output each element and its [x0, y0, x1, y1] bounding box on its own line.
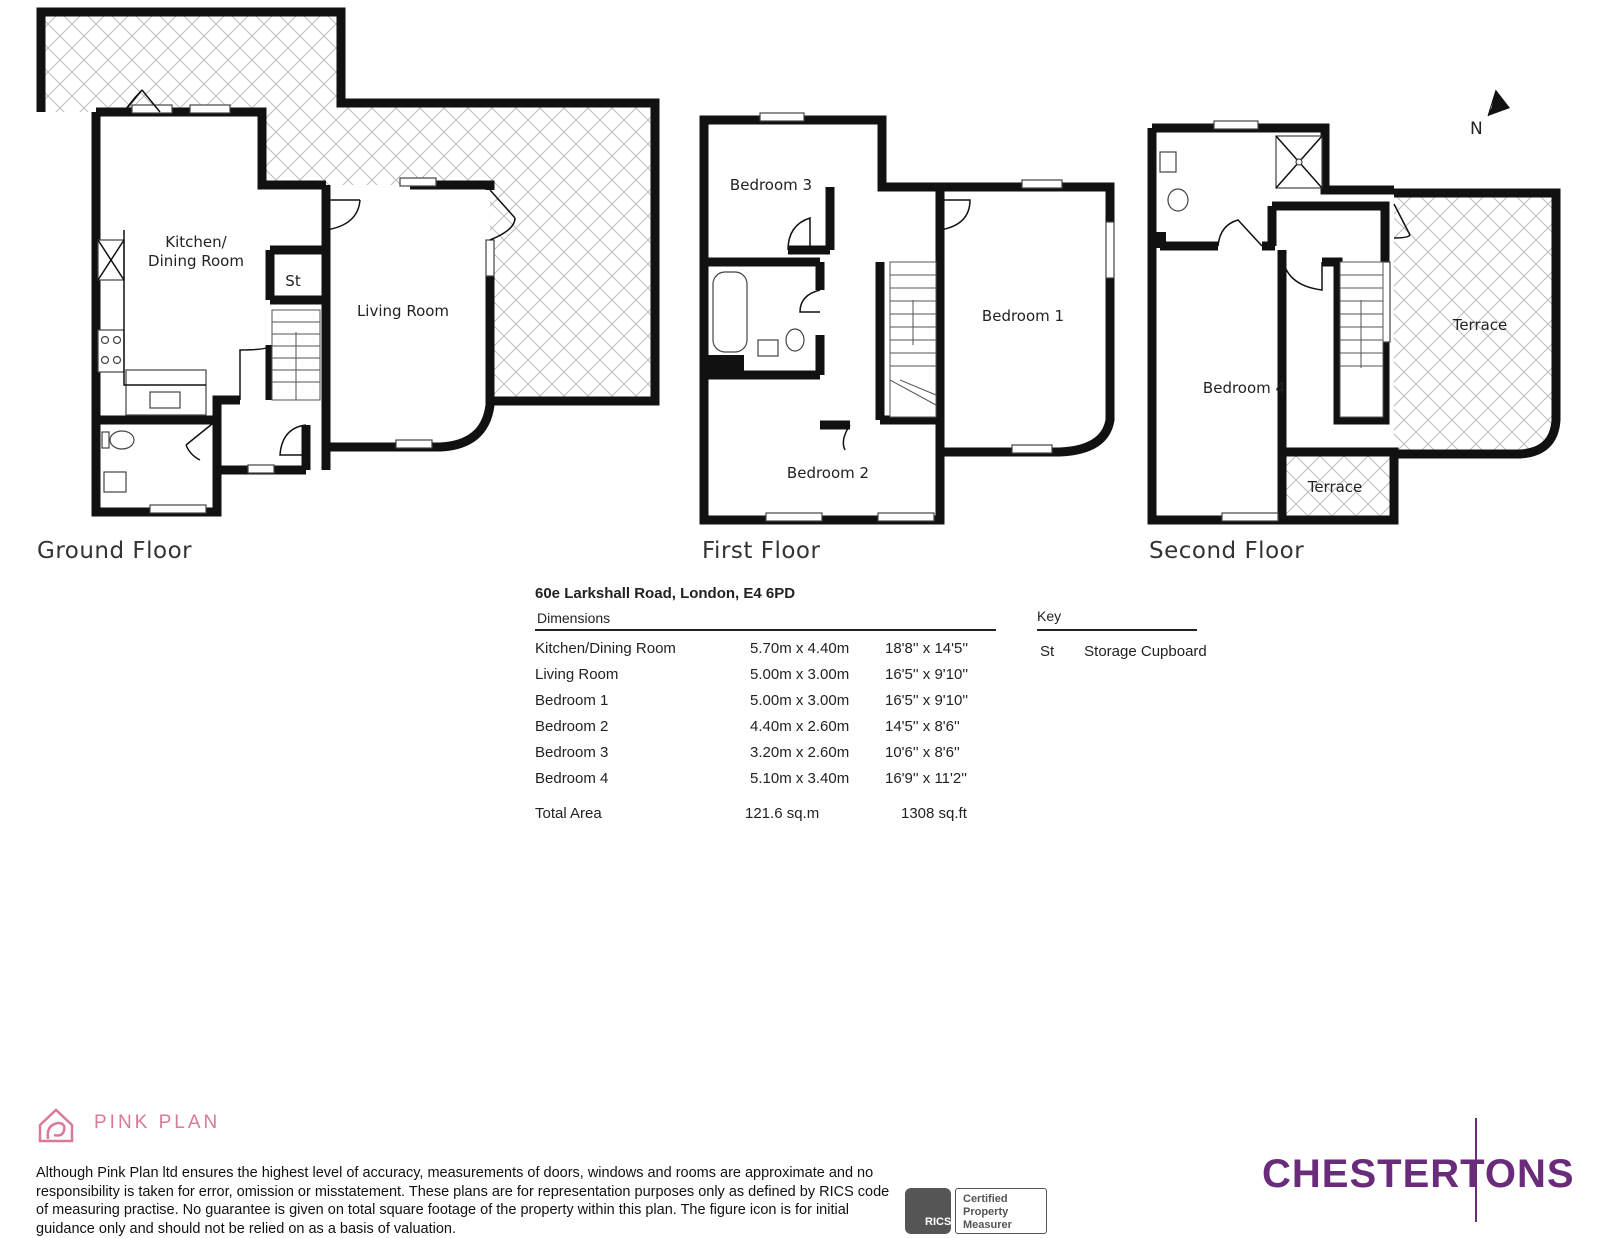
dimensions-table: Kitchen/Dining Room 5.70m x 4.40m 18'8''…	[535, 640, 1005, 796]
rics-certification: Certified Property Measurer	[955, 1188, 1047, 1234]
key-abbreviation: St	[1040, 643, 1055, 660]
pink-plan-wordmark: PINK PLAN	[94, 1112, 221, 1133]
living-room-label: Living Room	[357, 302, 449, 320]
bedroom-4-label: Bedroom 4	[1203, 379, 1285, 397]
room-name: Bedroom 4	[535, 770, 609, 787]
room-name: Bedroom 1	[535, 692, 609, 709]
chestertons-logo: CHESTERTONS	[1262, 1152, 1575, 1196]
second-floor-plan: Bedroom 4 Terrace Terrace	[1147, 120, 1561, 525]
property-address: 60e Larkshall Road, London, E4 6PD	[535, 585, 796, 602]
rics-cert-line: Measurer	[963, 1219, 1012, 1231]
room-imperial: 16'5'' x 9'10''	[885, 692, 969, 709]
garden-area	[41, 12, 655, 401]
total-area-label: Total Area	[535, 805, 602, 822]
first-floor-plan: Bedroom 3 Bedroom 1 Bedroom 2	[699, 112, 1115, 525]
bedroom-3-label: Bedroom 3	[730, 176, 812, 194]
first-floor-label: First Floor	[702, 538, 821, 564]
dimension-row: Bedroom 2 4.40m x 2.60m 14'5'' x 8'6''	[535, 718, 1005, 744]
room-imperial: 10'6'' x 8'6''	[885, 744, 960, 761]
bedroom-2-label: Bedroom 2	[787, 464, 869, 482]
storage-label: St	[285, 272, 301, 290]
total-area-metric: 121.6 sq.m	[745, 805, 820, 822]
terrace-large-label: Terrace	[1452, 316, 1508, 334]
dimensions-heading: Dimensions	[537, 610, 611, 626]
rics-badge: RICS Certified Property Measurer	[905, 1188, 1047, 1234]
room-name: Bedroom 3	[535, 744, 609, 761]
rics-text: RICS	[925, 1216, 952, 1228]
room-name: Living Room	[535, 666, 619, 683]
room-metric: 3.20m x 2.60m	[750, 744, 850, 761]
key-row: St Storage Cupboard	[1040, 643, 1207, 660]
rics-cert-line: Property	[963, 1206, 1009, 1218]
room-name: Kitchen/Dining Room	[535, 640, 676, 657]
ground-floor-plan: Kitchen/ Dining Room St Living Room	[36, 7, 660, 517]
room-imperial: 16'9'' x 11'2''	[885, 770, 967, 787]
dimension-row: Kitchen/Dining Room 5.70m x 4.40m 18'8''…	[535, 640, 1005, 666]
dimension-row: Bedroom 1 5.00m x 3.00m 16'5'' x 9'10''	[535, 692, 1005, 718]
north-arrow-icon: N	[1470, 89, 1510, 139]
kitchen-label: Kitchen/	[165, 233, 227, 251]
dimension-row: Bedroom 3 3.20m x 2.60m 10'6'' x 8'6''	[535, 744, 1005, 770]
total-area-row: Total Area 121.6 sq.m 1308 sq.ft	[535, 805, 1005, 827]
rics-cert-line: Certified	[963, 1193, 1008, 1205]
room-metric: 4.40m x 2.60m	[750, 718, 850, 735]
second-floor-label: Second Floor	[1149, 538, 1305, 564]
key-divider	[1037, 629, 1197, 631]
dimensions-divider	[535, 629, 996, 631]
north-label: N	[1470, 119, 1483, 139]
pink-plan-logo-icon	[38, 1108, 74, 1143]
room-imperial: 16'5'' x 9'10''	[885, 666, 969, 683]
key-heading: Key	[1037, 608, 1062, 624]
room-metric: 5.00m x 3.00m	[750, 666, 850, 683]
floor-plan-drawing: Kitchen/ Dining Room St Living Room	[36, 7, 1561, 525]
room-metric: 5.70m x 4.40m	[750, 640, 850, 657]
terrace-small-label: Terrace	[1307, 478, 1363, 496]
room-metric: 5.00m x 3.00m	[750, 692, 850, 709]
room-imperial: 14'5'' x 8'6''	[885, 718, 960, 735]
dimension-row: Bedroom 4 5.10m x 3.40m 16'9'' x 11'2''	[535, 770, 1005, 796]
dimension-row: Living Room 5.00m x 3.00m 16'5'' x 9'10'…	[535, 666, 1005, 692]
disclaimer-text: Although Pink Plan ltd ensures the highe…	[36, 1165, 890, 1237]
room-imperial: 18'8'' x 14'5''	[885, 640, 969, 657]
ground-floor-label: Ground Floor	[37, 538, 193, 564]
total-area-imperial: 1308 sq.ft	[901, 805, 967, 822]
dining-room-label: Dining Room	[148, 252, 244, 270]
room-metric: 5.10m x 3.40m	[750, 770, 850, 787]
room-name: Bedroom 2	[535, 718, 609, 735]
key-meaning: Storage Cupboard	[1084, 643, 1207, 660]
bedroom-1-label: Bedroom 1	[982, 307, 1064, 325]
agent-divider	[1475, 1118, 1477, 1222]
